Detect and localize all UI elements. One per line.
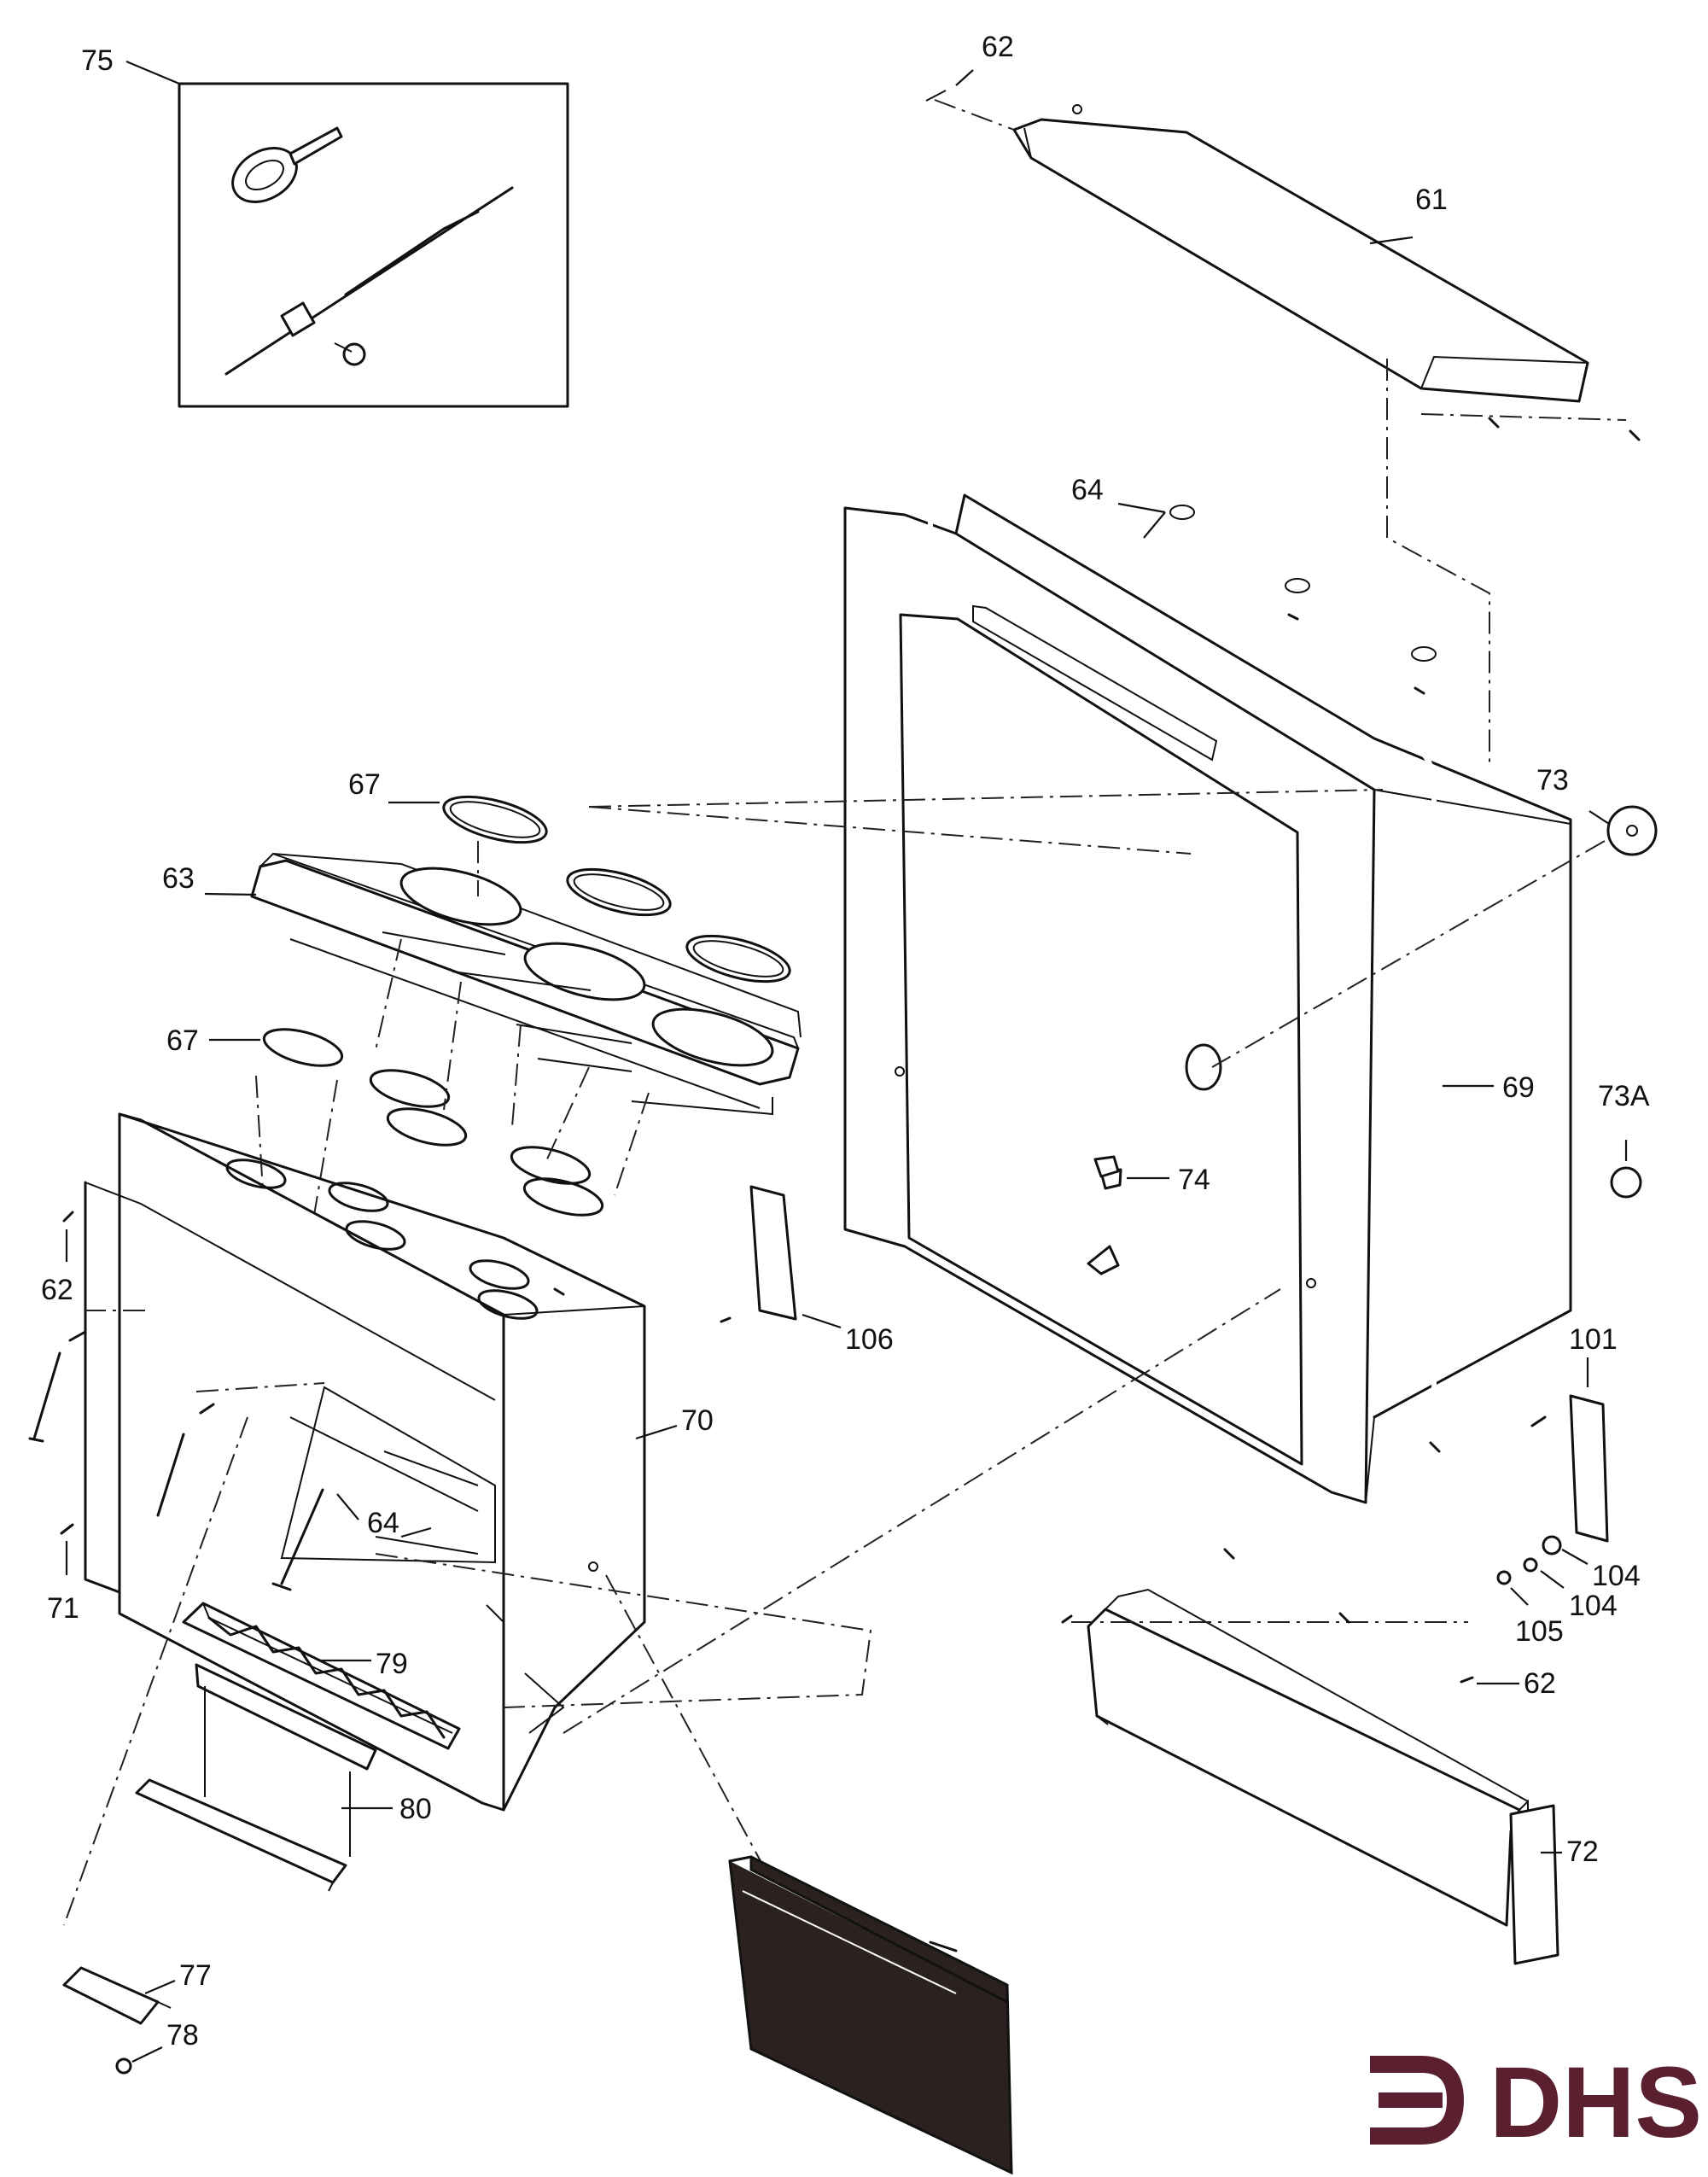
plate-80 (135, 1663, 377, 1892)
label-67-mid: 67 (166, 1024, 199, 1057)
label-62-top: 62 (982, 31, 1014, 63)
label-104-b: 104 (1569, 1590, 1618, 1622)
logo-text: DHS (1489, 2046, 1702, 2159)
label-106: 106 (845, 1323, 894, 1356)
label-80: 80 (399, 1793, 432, 1825)
dhs-logo: DHS (1370, 2046, 1702, 2159)
deflector-72 (1087, 1588, 1559, 1965)
label-70: 70 (681, 1404, 714, 1437)
label-78: 78 (166, 2019, 199, 2052)
leader-75 (125, 60, 180, 85)
label-71: 71 (47, 1592, 79, 1625)
label-62-left: 62 (41, 1274, 73, 1306)
label-79: 79 (376, 1648, 408, 1680)
inset-kit-box (178, 82, 569, 408)
label-101: 101 (1569, 1323, 1618, 1356)
top-cover-61 (1012, 104, 1589, 403)
label-67-top: 67 (348, 768, 381, 801)
burner-tray-63 (250, 852, 802, 1116)
label-104-a: 104 (1592, 1560, 1641, 1592)
label-62-right: 62 (1524, 1667, 1556, 1700)
label-64-top: 64 (1071, 474, 1104, 506)
label-61: 61 (1415, 184, 1448, 216)
front-panel (728, 1855, 1013, 2175)
label-63: 63 (162, 862, 195, 895)
label-74: 74 (1178, 1164, 1210, 1196)
label-72: 72 (1566, 1836, 1599, 1868)
label-73a: 73A (1598, 1080, 1650, 1112)
firebox-frame-69 (843, 493, 1572, 1504)
label-69: 69 (1502, 1071, 1535, 1104)
label-77: 77 (179, 1959, 212, 1992)
label-75: 75 (81, 44, 114, 77)
baffle-79 (182, 1602, 461, 1750)
label-105: 105 (1515, 1615, 1564, 1648)
label-64-mid: 64 (367, 1507, 399, 1539)
label-73: 73 (1536, 764, 1569, 797)
axis-62-top (934, 99, 1015, 131)
